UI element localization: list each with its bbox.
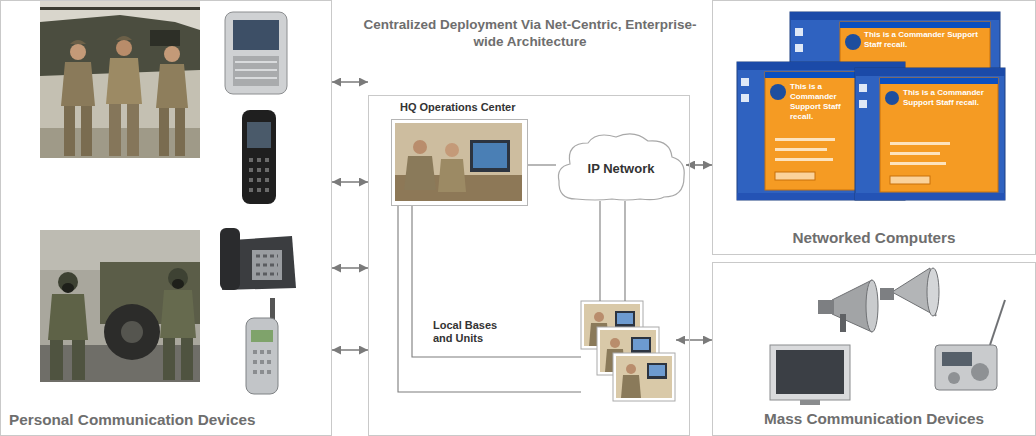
double-arrow (332, 267, 368, 269)
hq-photo-box: HQ Operations Center (391, 119, 528, 206)
mass-devices-panel: Mass Communication Devices (712, 262, 1036, 436)
label-holder: This is a Commander Support Staff recall… (903, 88, 995, 108)
radio-handset-icon (246, 298, 278, 394)
network-line (624, 201, 625, 301)
network-line (528, 164, 556, 165)
desk-phone-icon (220, 228, 296, 290)
screen-message: This is a Commander Support Staff recall… (903, 88, 995, 108)
network-line (398, 206, 581, 392)
cell-phone-icon (242, 110, 276, 204)
double-arrow (332, 181, 368, 183)
soldiers-photo (40, 0, 200, 158)
node-label: Personal Communication Devices (1, 411, 331, 435)
local-bases-box: Local Bases and Units (581, 301, 676, 401)
network-line (599, 201, 600, 301)
radio (935, 300, 1005, 390)
node-label: Mass Communication Devices (713, 410, 1035, 435)
gas-mask-photo (40, 230, 200, 382)
hq-photo (391, 120, 526, 205)
television (770, 345, 850, 405)
network-line (412, 206, 581, 357)
local-base-photos (581, 301, 675, 401)
double-arrow (332, 349, 368, 351)
screen-message: This is a Commander Support Staff recall… (790, 82, 852, 122)
label-holder: This is a Commander Support Staff recall… (790, 82, 852, 122)
node-label: Networked Computers (713, 229, 1035, 254)
node-label: Centralized Deployment Via Net-Centric, … (360, 16, 700, 50)
smartphone-icon (225, 12, 287, 94)
node-label: IP Network (588, 161, 655, 176)
device-panel: Personal Communication Devices (0, 0, 332, 436)
megaphones (818, 268, 939, 332)
deployment-box: Centralized Deployment Via Net-Centric, … (368, 95, 690, 436)
node-label: Local Bases and Units (433, 319, 509, 345)
node-label: HQ Operations Center (400, 101, 535, 113)
network-cloud: IP Network (556, 131, 686, 201)
double-arrow (676, 339, 712, 341)
screen-right (855, 68, 1005, 200)
label-holder: This is a Commander Support Staff recall… (864, 30, 986, 50)
screen-message: This is a Commander Support Staff recall… (864, 30, 986, 50)
double-arrow (332, 81, 368, 83)
